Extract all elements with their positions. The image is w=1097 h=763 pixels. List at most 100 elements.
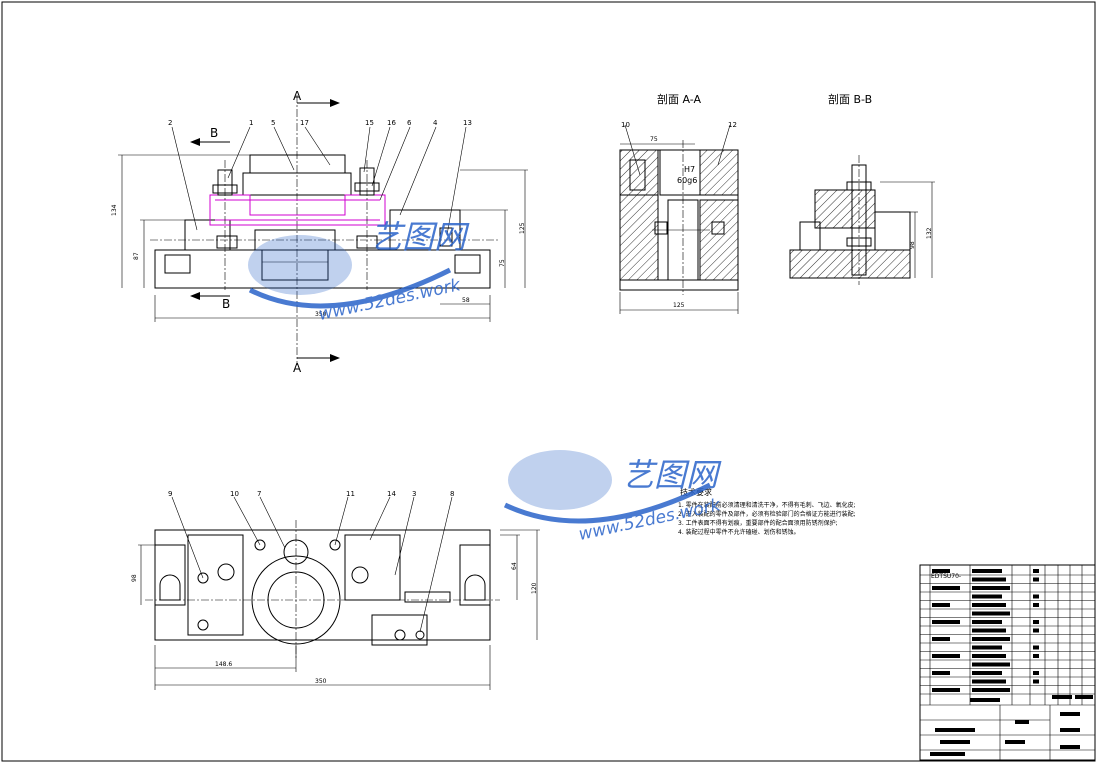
title-block-cell-text (972, 577, 1006, 582)
title-block-cell-text (972, 662, 1010, 667)
watermark-brand: 艺图网 (622, 456, 722, 494)
tech-req-item: 4. 装配过程中零件不允许磕碰、划伤和锈蚀。 (678, 528, 800, 536)
title-block-cell-text (972, 569, 1002, 573)
front-dimensions: 350 134 87 125 75 58 (111, 154, 528, 322)
dim-top-mid: 64 (511, 562, 518, 570)
title-block-cell-text (932, 671, 950, 675)
top-view: 9 10 7 11 14 3 8 148.6 350 98 (131, 490, 540, 690)
title-block-cell-text (972, 628, 1006, 633)
section-a-label-top: A (293, 89, 302, 103)
dim-height-base: 75 (499, 259, 506, 267)
section-aa-title: 剖面 A-A (657, 92, 702, 106)
title-block-code: EDTSU70- (931, 573, 961, 580)
part-label: 8 (450, 490, 454, 498)
title-block-cell-text (932, 637, 950, 641)
part-label: 14 (387, 490, 396, 498)
section-b-label-top: B (210, 126, 218, 140)
part-label: 11 (346, 490, 355, 498)
title-block-cell-text (972, 679, 1006, 684)
section-a-label-bottom: A (293, 361, 302, 375)
title-block-cell-text (1033, 654, 1039, 658)
part-label: 2 (168, 119, 172, 127)
section-aa-view: 剖面 A-A H7 60g6 10 12 75 125 (619, 92, 739, 314)
title-block-cell-text (1033, 594, 1039, 599)
part-label: 3 (412, 490, 416, 498)
title-block-cell-text (972, 654, 1006, 658)
title-block-cell-text (1033, 577, 1039, 582)
title-block-cell-text (972, 637, 1010, 641)
title-block-cell-text (932, 620, 960, 624)
title-block-cell-text (1033, 603, 1039, 607)
dim-base-right: 58 (462, 297, 470, 304)
top-part-labels: 9 10 7 11 14 3 8 (168, 490, 454, 633)
dim-top-width: 75 (650, 136, 658, 143)
title-block-cell-text (1015, 720, 1029, 724)
title-block-cell-text (932, 569, 950, 573)
section-b-label-bottom: B (222, 297, 230, 311)
part-label: 1 (249, 119, 253, 127)
title-block-cell-text (972, 603, 1006, 607)
title-block-cell-text (1075, 695, 1093, 699)
part-label: 7 (257, 490, 261, 498)
front-part-labels: 2 1 5 17 15 16 6 4 13 (168, 119, 472, 236)
dim-bb-right: 132 (926, 227, 933, 239)
title-block-cell-text (970, 698, 1000, 702)
title-block-cell-text (1052, 695, 1072, 699)
tech-req-item: 2. 进入装配的零件及部件，必须有检验部门的合格证方能进行装配; (678, 510, 856, 518)
section-bb-title: 剖面 B-B (828, 92, 872, 106)
part-label: 16 (387, 119, 396, 127)
part-label: 5 (271, 119, 275, 127)
title-block-cell-text (932, 603, 950, 607)
watermark-1: 艺图网 www.52des.work (248, 218, 470, 325)
title-block-cell-text (972, 645, 1002, 650)
title-block-cell-text (1033, 569, 1039, 573)
dim-bottom-width: 125 (673, 302, 685, 309)
part-label: 12 (728, 121, 737, 129)
title-block-cell-text (972, 671, 1002, 675)
title-block-cell-text (1060, 728, 1080, 732)
watermark-brand: 艺图网 (370, 218, 470, 256)
fit-top: H7 (684, 165, 695, 174)
title-block-cell-text (1033, 679, 1039, 684)
tech-req-item: 1. 零件在装配前必须清理和清洗干净，不得有毛刺、飞边、氧化皮; (678, 501, 856, 509)
fit-bottom: 60g6 (677, 176, 697, 185)
title-block-cell-text (972, 611, 1010, 616)
title-block-cell-text (1033, 620, 1039, 624)
tech-req-item: 3. 工件表面不得有划痕，重要部件的配合面须用防锈剂保护; (678, 519, 838, 527)
top-dimensions: 148.6 350 98 64 120 (131, 529, 540, 690)
title-block-cell-text (932, 654, 960, 658)
title-block-cell-text (1060, 745, 1080, 749)
part-label: 10 (621, 121, 630, 129)
dim-bb-left: 98 (909, 241, 916, 249)
dim-height-right: 125 (519, 222, 526, 234)
dim-top-half: 148.6 (215, 661, 232, 668)
title-block-cell-text (1033, 628, 1039, 633)
title-block-cell-text (1005, 740, 1025, 744)
front-view: A A B B (111, 89, 528, 375)
title-block-cell-text (940, 740, 970, 744)
part-label: 4 (433, 119, 438, 127)
title-block-cell-text (1033, 645, 1039, 650)
dim-overall-width: 350 (315, 311, 327, 318)
dim-height-total: 134 (111, 204, 118, 216)
dim-top-left: 98 (131, 574, 138, 582)
part-label: 9 (168, 490, 172, 498)
title-block-cell-text (972, 688, 1010, 692)
part-label: 6 (407, 119, 412, 127)
part-label: 10 (230, 490, 239, 498)
part-label: 15 (365, 119, 374, 127)
dim-height-left: 87 (133, 252, 140, 260)
title-block-cell-text (935, 728, 975, 732)
dim-top-overall: 350 (315, 678, 327, 685)
title-block-cell-text (1060, 712, 1080, 716)
title-block-cell-text (932, 688, 960, 692)
title-block-cell-text (932, 586, 960, 590)
title-block-cell-text (972, 594, 1002, 599)
title-block-cell-text (972, 586, 1010, 590)
part-label: 17 (300, 119, 309, 127)
title-block-cell-text (930, 752, 965, 756)
section-bb-view: 剖面 B-B 132 98 (789, 92, 935, 285)
title-block: EDTSU70- (919, 564, 1096, 761)
